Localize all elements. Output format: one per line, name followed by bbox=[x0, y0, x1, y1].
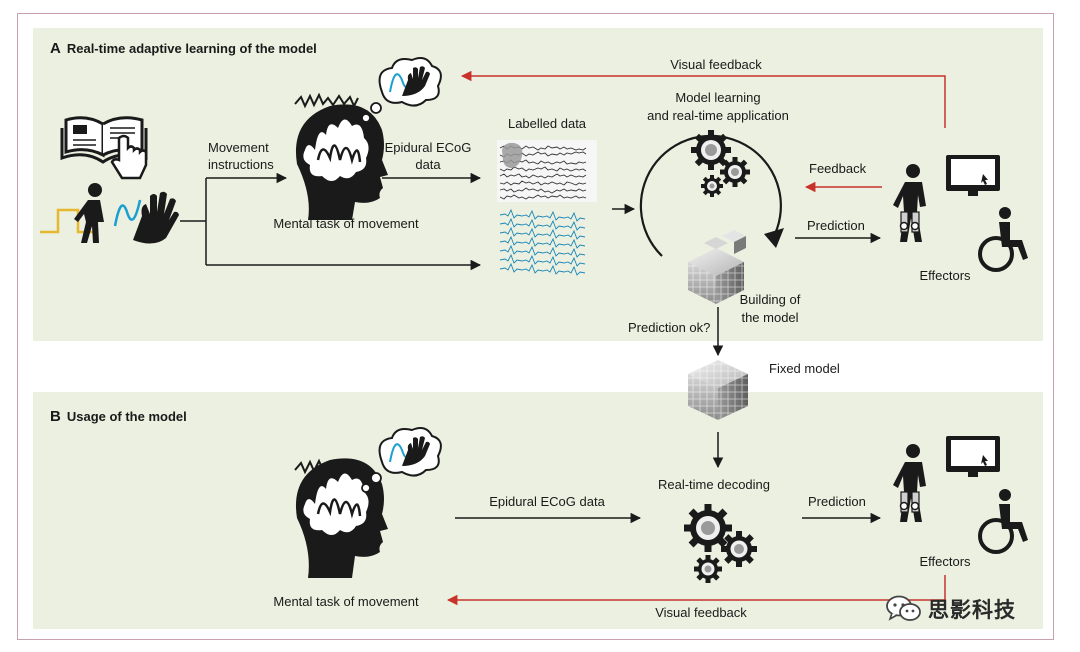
visual-feedback-arrow-a bbox=[460, 70, 946, 128]
brain-head-icon-a bbox=[295, 104, 388, 220]
visual-feedback-label-b: Visual feedback bbox=[655, 605, 747, 620]
effectors-label-b: Effectors bbox=[919, 554, 971, 569]
panel-b-background bbox=[33, 392, 1043, 629]
wheelchair-icon-b bbox=[978, 489, 1028, 554]
gear-icon-large-a bbox=[691, 130, 731, 170]
fixed-model-cube-icon bbox=[688, 360, 748, 420]
visual-feedback-arrow-b bbox=[446, 575, 946, 606]
watermark: 思影科技 bbox=[886, 594, 1016, 624]
fixed-model-label: Fixed model bbox=[769, 361, 840, 376]
gear-icon-medium-b bbox=[721, 531, 757, 567]
gear-icon-medium-a bbox=[720, 157, 750, 187]
movement-instructions-line1: Movement bbox=[208, 140, 269, 155]
wheelchair-icon-a bbox=[978, 207, 1028, 272]
panel-b-title: B Usage of the model bbox=[50, 409, 187, 425]
ecog-label-b: Epidural ECoG data bbox=[489, 494, 605, 509]
movement-instructions-line2: instructions bbox=[208, 157, 274, 172]
panel-a-letter: A bbox=[50, 40, 61, 57]
feedback-label-a: Feedback bbox=[809, 161, 867, 176]
learning-cycle-arrowhead bbox=[764, 228, 784, 248]
building-model-line1: Building of bbox=[739, 292, 801, 307]
chat-bubbles-icon bbox=[886, 595, 921, 621]
labelled-data-label: Labelled data bbox=[507, 116, 587, 131]
effectors-label-a: Effectors bbox=[919, 268, 971, 283]
thought-bubble-icon-b bbox=[361, 427, 442, 493]
monitor-icon-a bbox=[946, 155, 1000, 196]
prediction-label-a: Prediction bbox=[807, 218, 865, 233]
ecog-label-a-line2: data bbox=[415, 157, 441, 172]
pointing-hand-icon bbox=[110, 134, 148, 180]
brain-wave-icon-b bbox=[294, 458, 359, 475]
watermark-text: 思影科技 bbox=[928, 598, 1016, 622]
instructions-connector bbox=[180, 172, 482, 271]
visual-feedback-label-a: Visual feedback bbox=[670, 57, 762, 72]
labelled-data-traces bbox=[497, 140, 597, 276]
mental-task-label-a: Mental task of movement bbox=[273, 216, 419, 231]
monitor-icon-b bbox=[946, 436, 1000, 477]
walking-person-icon bbox=[74, 183, 104, 243]
exoskeleton-person-icon-b bbox=[893, 444, 926, 522]
model-learning-line1: Model learning bbox=[675, 90, 761, 105]
prediction-ok-label: Prediction ok? bbox=[628, 320, 711, 335]
gear-icon-small-b bbox=[694, 555, 722, 583]
ecog-label-a-line1: Epidural ECoG bbox=[384, 140, 472, 155]
signal-wave-icon bbox=[113, 199, 142, 227]
exoskeleton-person-icon-a bbox=[893, 164, 926, 242]
gear-icon-large-b bbox=[684, 504, 732, 552]
panel-b-letter: B bbox=[50, 408, 61, 425]
panel-a-title: A Real-time adaptive learning of the mode… bbox=[50, 41, 317, 57]
model-learning-line2: and real-time application bbox=[647, 108, 789, 123]
prediction-label-b: Prediction bbox=[808, 494, 866, 509]
brain-wave-icon-a bbox=[294, 92, 359, 109]
panel-b-title-text: Usage of the model bbox=[66, 409, 187, 424]
mental-task-label-b: Mental task of movement bbox=[273, 594, 419, 609]
thought-bubble-icon-a bbox=[361, 57, 442, 123]
open-hand-icon bbox=[133, 191, 179, 244]
gear-icon-small-a bbox=[701, 175, 723, 197]
step-signal-icon bbox=[40, 208, 98, 234]
panel-a-title-text: Real-time adaptive learning of the model bbox=[66, 41, 317, 56]
decoding-label: Real-time decoding bbox=[657, 477, 771, 492]
figure-frame bbox=[17, 13, 1054, 640]
building-model-line2: the model bbox=[741, 310, 799, 325]
building-cube-icon bbox=[688, 230, 746, 304]
